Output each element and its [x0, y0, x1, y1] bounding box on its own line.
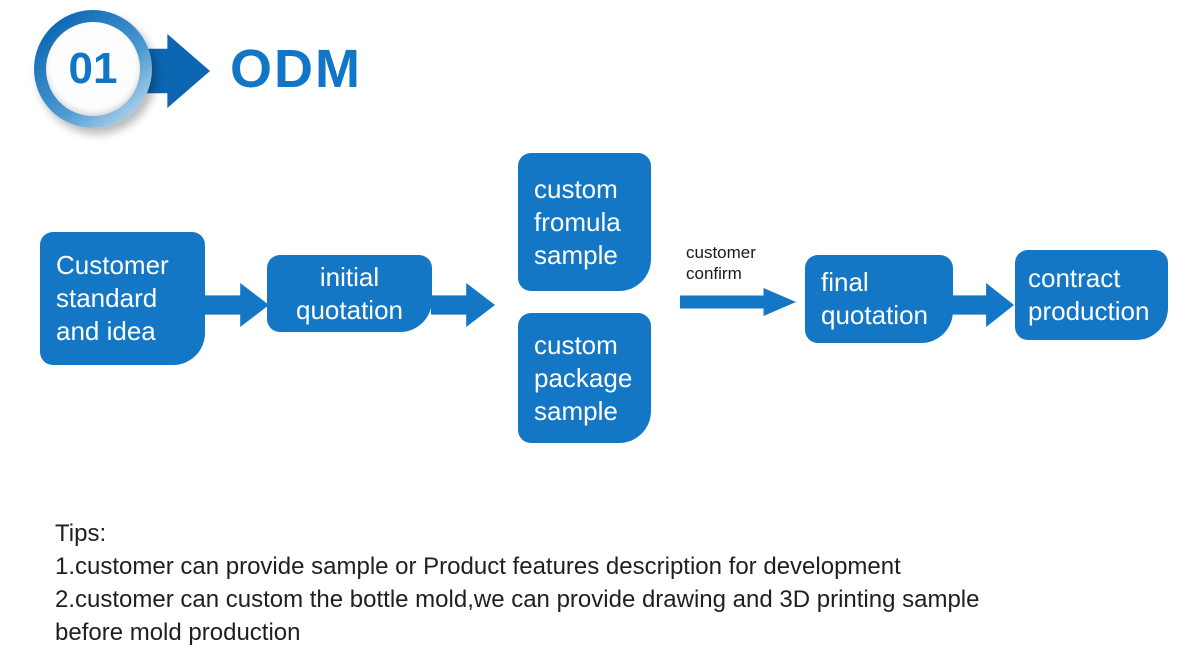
tips-heading: Tips: — [55, 520, 107, 547]
flow-arrow-2-icon — [431, 283, 495, 327]
flow-box-initial-quotation: initial quotation — [267, 255, 432, 332]
customer-confirm-label: customer confirm — [686, 243, 756, 283]
flow-box-custom-package-sample: custom package sample — [518, 313, 651, 443]
tips-line-2: 2.customer can custom the bottle mold,we… — [55, 586, 980, 613]
step-number-badge: 01 — [34, 10, 152, 128]
flow-arrow-3-icon — [680, 288, 796, 316]
flow-box-customer-standard: Customer standard and idea — [40, 232, 205, 365]
flow-box-contract-production: contract production — [1015, 250, 1168, 340]
tips-line-1: 1.customer can provide sample or Product… — [55, 553, 901, 580]
flow-arrow-4-icon — [952, 283, 1014, 327]
page-title: ODM — [230, 39, 362, 99]
flow-box-custom-formula-sample: custom fromula sample — [518, 153, 651, 291]
tips-line-3: before mold production — [55, 619, 301, 646]
tips-section: Tips: 1.customer can provide sample or P… — [55, 517, 979, 649]
step-number: 01 — [68, 44, 118, 93]
flow-box-final-quotation: final quotation — [805, 255, 953, 343]
step-number-inner-circle: 01 — [46, 22, 140, 116]
flow-arrow-1-icon — [205, 283, 269, 327]
